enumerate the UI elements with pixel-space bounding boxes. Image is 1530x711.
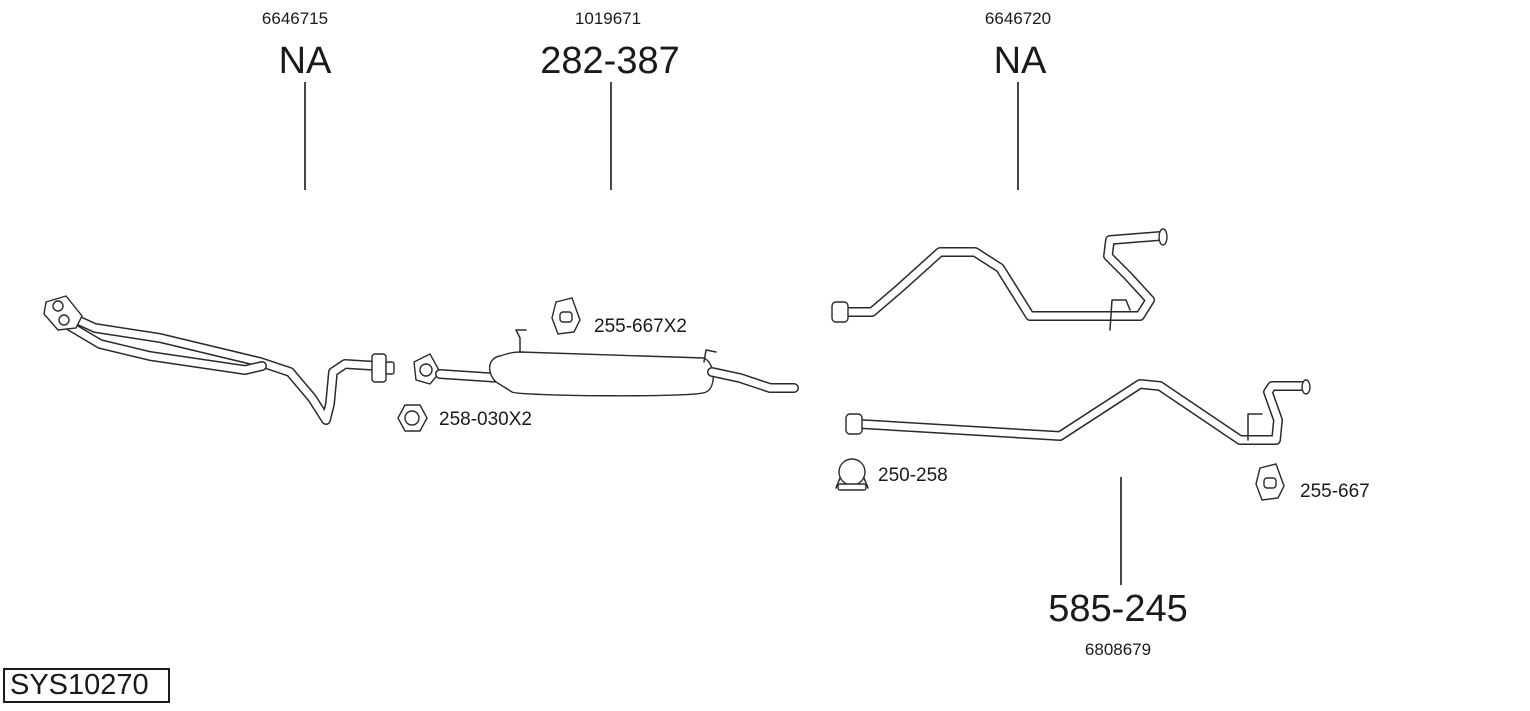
part-number-2: 282-387 (540, 40, 680, 82)
part-ref-1: 6646715 (261, 9, 329, 28)
part-ref-2: 1019671 (574, 9, 642, 28)
silencer-assembly (413, 329, 799, 397)
part-number-4: 585-245 (1048, 588, 1188, 630)
accessory-label-nut: 258-030X2 (439, 409, 532, 430)
pipe-clamp-icon (835, 458, 869, 491)
intermediate-pipe (831, 228, 1168, 331)
part-number-1: NA (278, 40, 332, 82)
part-number-3: NA (993, 40, 1047, 82)
rubber-hanger-icon-2 (1255, 463, 1285, 501)
part-ref-4: 6808679 (1084, 640, 1152, 659)
accessory-label-hanger-x2: 255-667X2 (594, 316, 687, 337)
tail-pipe (845, 379, 1311, 445)
rubber-hanger-icon (551, 297, 581, 335)
front-pipe (43, 295, 395, 425)
accessory-label-clamp: 250-258 (878, 465, 948, 486)
hex-nut-icon (397, 404, 428, 432)
part-ref-3: 6646720 (984, 9, 1052, 28)
accessory-label-hanger: 255-667 (1300, 481, 1370, 502)
system-code-box: SYS10270 (3, 668, 170, 703)
